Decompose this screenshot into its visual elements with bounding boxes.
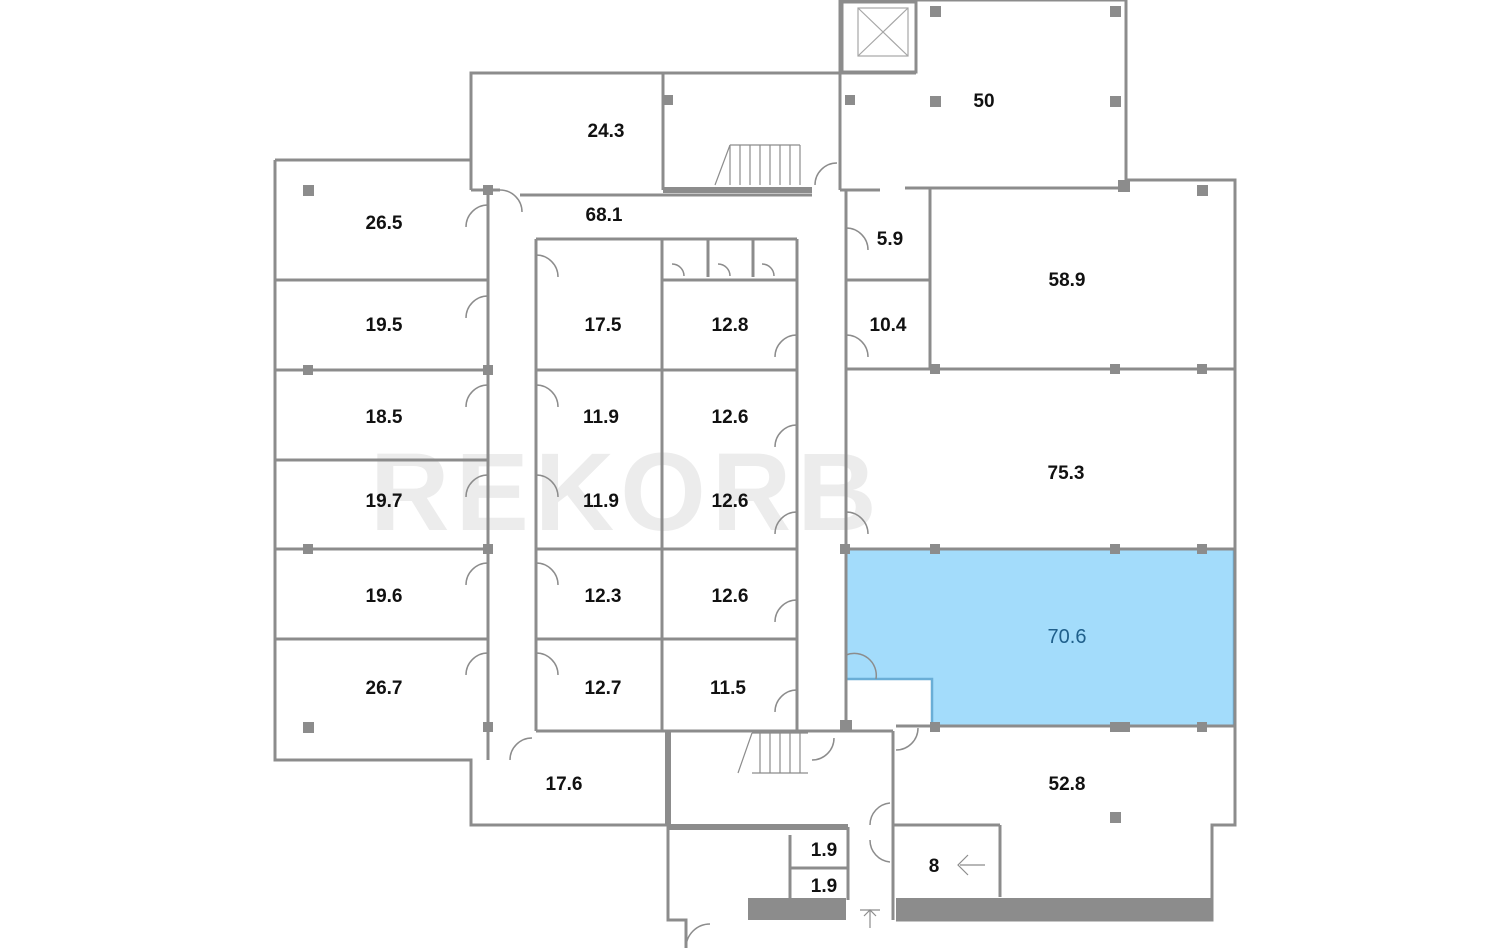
room-19-7-label[interactable]: 19.7 — [366, 491, 403, 512]
room-12-6b-label[interactable]: 12.6 — [712, 491, 749, 512]
room-26-7-label[interactable]: 26.7 — [366, 678, 403, 699]
room-50-label[interactable]: 50 — [973, 91, 994, 112]
room-8-label[interactable]: 8 — [929, 856, 940, 877]
room-68-1-label[interactable]: 68.1 — [586, 205, 623, 226]
room-10-4-label[interactable]: 10.4 — [870, 315, 907, 336]
room-75-3-label[interactable]: 75.3 — [1048, 463, 1085, 484]
room-24-3-label[interactable]: 24.3 — [588, 121, 625, 142]
room-58-9-label[interactable]: 58.9 — [1049, 270, 1086, 291]
columns — [303, 6, 1208, 823]
room-19-6-label[interactable]: 19.6 — [366, 586, 403, 607]
doors — [465, 162, 919, 949]
room-12-6a-label[interactable]: 12.6 — [712, 407, 749, 428]
room-12-3-label[interactable]: 12.3 — [585, 586, 622, 607]
room-12-6c-label[interactable]: 12.6 — [712, 586, 749, 607]
room-1-9a-label[interactable]: 1.9 — [811, 840, 837, 861]
room-1-9b-label[interactable]: 1.9 — [811, 876, 837, 897]
room-11-5-label[interactable]: 11.5 — [710, 678, 746, 699]
room-12-7-label[interactable]: 12.7 — [585, 678, 622, 699]
stairs — [714, 144, 985, 928]
room-26-5-label[interactable]: 26.5 — [366, 213, 403, 234]
watermark: REKORB — [370, 431, 883, 554]
room-19-5-label[interactable]: 19.5 — [366, 315, 403, 336]
room-labels: 50 24.3 26.5 68.1 5.9 58.9 19.5 17.5 12.… — [366, 91, 1087, 897]
selected-room-highlight[interactable] — [844, 547, 1236, 728]
room-18-5-label[interactable]: 18.5 — [366, 407, 403, 428]
room-52-8-label[interactable]: 52.8 — [1049, 774, 1086, 795]
room-11-9b-label[interactable]: 11.9 — [583, 491, 619, 512]
room-17-5-label[interactable]: 17.5 — [585, 315, 622, 336]
room-17-6-label[interactable]: 17.6 — [546, 774, 583, 795]
room-11-9a-label[interactable]: 11.9 — [583, 407, 619, 428]
room-12-8-label[interactable]: 12.8 — [712, 315, 749, 336]
room-5-9-label[interactable]: 5.9 — [877, 229, 903, 250]
room-70-6-label[interactable]: 70.6 — [1048, 626, 1087, 648]
